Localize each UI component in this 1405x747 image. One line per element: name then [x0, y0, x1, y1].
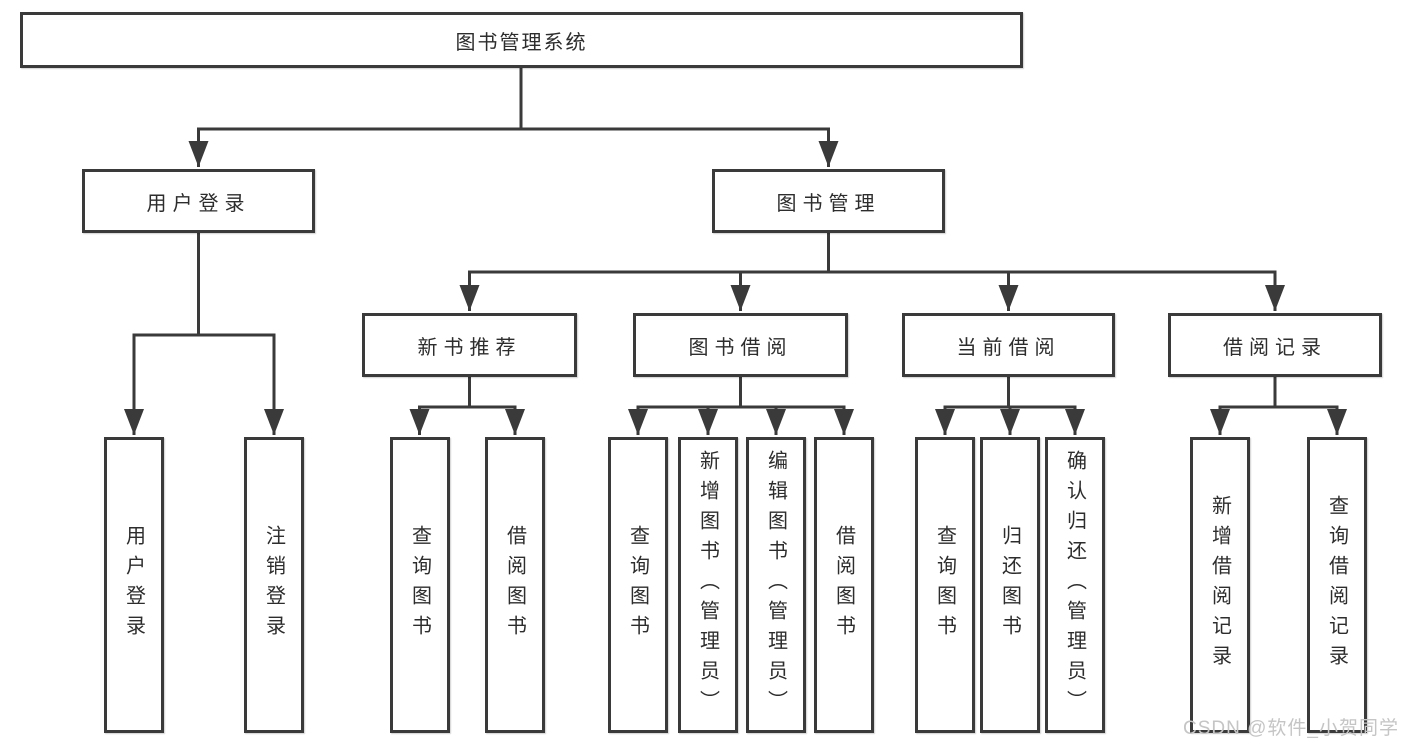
leaf-query-books-borrow: 查询图书 — [608, 437, 668, 733]
leaf-add-books-admin: 新增图书（管理员） — [678, 437, 738, 733]
leaf-label: 借阅图书 — [832, 525, 855, 645]
node-label: 当前借阅 — [956, 336, 1061, 359]
leaf-label: 查询图书 — [408, 525, 431, 645]
node-borrowing-records: 借阅记录 — [1168, 313, 1382, 377]
node-user-login: 用户登录 — [82, 169, 315, 233]
leaf-query-borrow-record: 查询借阅记录 — [1307, 437, 1367, 733]
leaf-borrow-books-recommend: 借阅图书 — [485, 437, 545, 733]
leaf-label: 用户登录 — [122, 525, 145, 645]
node-label: 用户登录 — [146, 192, 251, 215]
leaf-user-login: 用户登录 — [104, 437, 164, 733]
node-label: 图书借阅 — [688, 336, 793, 359]
node-label: 借阅记录 — [1223, 336, 1327, 359]
leaf-label: 注销登录 — [262, 525, 285, 645]
leaf-query-books-recommend: 查询图书 — [390, 437, 450, 733]
leaf-edit-books-admin: 编辑图书（管理员） — [746, 437, 806, 733]
node-current-borrowing: 当前借阅 — [902, 313, 1115, 377]
leaf-logout: 注销登录 — [244, 437, 304, 733]
leaf-label: 编辑图书（管理员） — [764, 450, 787, 720]
leaf-add-borrow-record: 新增借阅记录 — [1190, 437, 1250, 733]
leaf-label: 新增图书（管理员） — [696, 450, 719, 720]
leaf-query-books-current: 查询图书 — [915, 437, 975, 733]
node-new-book-recommend: 新书推荐 — [362, 313, 577, 377]
leaf-confirm-return-admin: 确认归还（管理员） — [1045, 437, 1105, 733]
node-library-management-system: 图书管理系统 — [20, 12, 1023, 68]
leaf-label: 归还图书 — [998, 525, 1021, 645]
node-label: 新书推荐 — [417, 336, 522, 359]
leaf-label: 查询图书 — [933, 525, 956, 645]
leaf-return-books: 归还图书 — [980, 437, 1040, 733]
node-label: 图书管理 — [776, 192, 881, 215]
node-book-management: 图书管理 — [712, 169, 945, 233]
leaf-label: 查询借阅记录 — [1325, 495, 1348, 675]
leaf-label: 新增借阅记录 — [1208, 495, 1231, 675]
leaf-label: 确认归还（管理员） — [1063, 450, 1086, 720]
node-label: 图书管理系统 — [455, 31, 588, 54]
leaf-borrow-books: 借阅图书 — [814, 437, 874, 733]
node-book-borrowing: 图书借阅 — [633, 313, 848, 377]
leaf-label: 借阅图书 — [503, 525, 526, 645]
leaf-label: 查询图书 — [626, 525, 649, 645]
csdn-watermark: CSDN @软件_小贺同学 — [1183, 718, 1399, 739]
